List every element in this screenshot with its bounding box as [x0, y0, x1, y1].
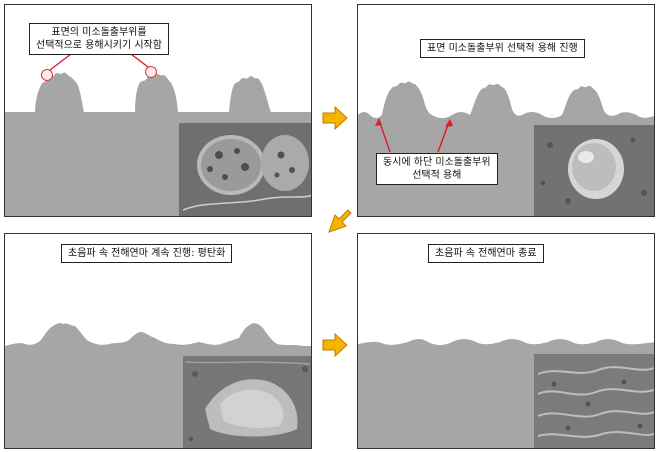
- stage-2-surface-diagram: [358, 81, 654, 216]
- stage-3-caption: 초음파 속 전해연마 계속 진행: 평탄화: [61, 244, 233, 263]
- sem-micrograph: [534, 354, 654, 448]
- arrow-down-left-icon: [328, 209, 352, 233]
- stage-4-surface-diagram: [358, 339, 654, 448]
- arrow-right-icon: [322, 106, 348, 130]
- caption-line: 표면 미소돌출부위 선택적 용해 진행: [427, 43, 578, 54]
- caption-line: 동시에 하단 미소돌출부위: [383, 157, 491, 168]
- stage-3-surface-diagram: [5, 323, 311, 448]
- stage-1-caption: 표면의 미소돌출부위를 선택적으로 용해시키기 시작함: [29, 23, 169, 55]
- caption-line: 선택적으로 용해시키기 시작함: [36, 40, 162, 51]
- pointer-line: [378, 119, 391, 153]
- protrusion-marker: [145, 66, 157, 78]
- stage-2-panel: 표면 미소돌출부위 선택적 용해 진행 동시에 하단 미소돌출부위 선택적 용해: [357, 4, 655, 217]
- stage-2-sub-caption: 동시에 하단 미소돌출부위 선택적 용해: [376, 153, 498, 185]
- pointer-arrowhead: [375, 118, 382, 126]
- stage-2-caption: 표면 미소돌출부위 선택적 용해 진행: [420, 39, 585, 58]
- sem-micrograph: [179, 123, 311, 216]
- pointer-arrowhead: [445, 119, 453, 127]
- stage-3-panel: 초음파 속 전해연마 계속 진행: 평탄화: [4, 233, 312, 449]
- stage-4-caption: 초음파 속 전해연마 종료: [428, 244, 544, 263]
- sem-micrograph: [183, 356, 311, 448]
- arrow-right-icon: [322, 333, 348, 357]
- caption-line: 표면의 미소돌출부위를: [51, 27, 147, 38]
- pointer-line: [437, 121, 450, 153]
- caption-line: 선택적 용해: [412, 170, 462, 181]
- caption-line: 초음파 속 전해연마 계속 진행: 평탄화: [68, 248, 226, 259]
- sem-micrograph: [534, 125, 654, 216]
- stage-1-surface-diagram: [5, 50, 311, 216]
- caption-line: 초음파 속 전해연마 종료: [435, 248, 537, 259]
- protrusion-marker: [41, 69, 53, 81]
- stage-1-panel: 표면의 미소돌출부위를 선택적으로 용해시키기 시작함: [4, 4, 312, 217]
- stage-4-panel: 초음파 속 전해연마 종료: [357, 233, 655, 449]
